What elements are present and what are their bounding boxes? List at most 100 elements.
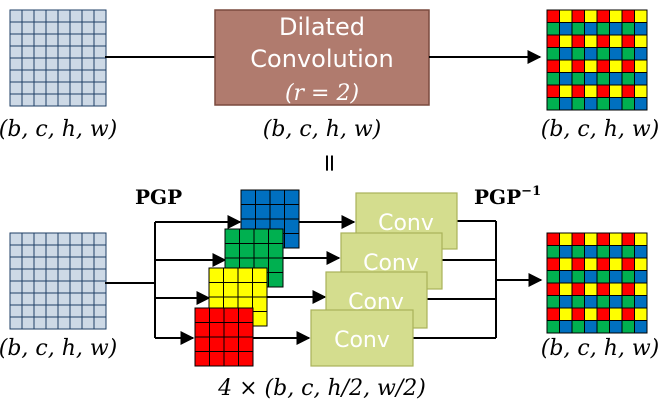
- grid-cell: [237, 267, 253, 283]
- grid-cell: [571, 9, 585, 23]
- grid-cell: [269, 204, 285, 220]
- grid-cell: [9, 244, 23, 258]
- sub-size-label: 4 × (b, c, h/2, w/2): [217, 376, 426, 401]
- grid-cell: [609, 320, 623, 334]
- grid-cell: [69, 304, 83, 318]
- grid-cell: [634, 307, 648, 321]
- grid-cell: [609, 282, 623, 296]
- grid-cell: [571, 72, 585, 86]
- grid-cell: [609, 232, 623, 246]
- grid-cell: [93, 69, 107, 83]
- grid-cell: [9, 9, 23, 23]
- grid-cell: [57, 9, 71, 23]
- equals-sign: =: [316, 153, 344, 173]
- grid-cell: [255, 204, 271, 220]
- grid-cell: [596, 47, 610, 61]
- grid-cell: [209, 322, 225, 338]
- grid-cell: [57, 21, 71, 35]
- grid-cell: [559, 22, 573, 36]
- grid-cell: [81, 268, 95, 282]
- grid-cell: [546, 257, 560, 271]
- grid-cell: [81, 45, 95, 59]
- grid-cell: [81, 21, 95, 35]
- grid-cell: [69, 244, 83, 258]
- grid-cell: [634, 97, 648, 111]
- grid-cell: [571, 97, 585, 111]
- grid-cell: [596, 295, 610, 309]
- grid-cell: [57, 244, 71, 258]
- grid-cell: [252, 296, 268, 312]
- grid-cell: [209, 336, 225, 352]
- grid-cell: [45, 244, 59, 258]
- grid-cell: [284, 233, 300, 249]
- grid-cell: [559, 84, 573, 98]
- grid-cell: [571, 232, 585, 246]
- grid-cell: [559, 282, 573, 296]
- grid-cell: [93, 256, 107, 270]
- grid-cell: [634, 9, 648, 23]
- grid-cell: [21, 69, 35, 83]
- grid-cell: [45, 280, 59, 294]
- grid-cell: [546, 84, 560, 98]
- grid-cell: [57, 256, 71, 270]
- grid-cell: [33, 69, 47, 83]
- grid-cell: [559, 97, 573, 111]
- grid-cell: [634, 245, 648, 259]
- grid-cell: [57, 93, 71, 107]
- grid-cell: [559, 59, 573, 73]
- grid-cell: [69, 292, 83, 306]
- grid-cell: [621, 34, 635, 48]
- grid-cell: [93, 45, 107, 59]
- grid-cell: [21, 57, 35, 71]
- grid-cell: [81, 244, 95, 258]
- grid-cell: [33, 57, 47, 71]
- grid-cell: [57, 304, 71, 318]
- grid-cell: [634, 59, 648, 73]
- grid-cell: [45, 81, 59, 95]
- grid-cell: [9, 93, 23, 107]
- grid-cell: [252, 311, 268, 327]
- grid-cell: [223, 267, 239, 283]
- grid-cell: [208, 282, 224, 298]
- grid-cell: [596, 59, 610, 73]
- grid-cell: [239, 228, 255, 244]
- grid-cell: [584, 245, 598, 259]
- grid-cell: [93, 280, 107, 294]
- dilated-conv-line1: Dilated: [279, 13, 365, 41]
- grid-cell: [45, 9, 59, 23]
- grid-cell: [93, 57, 107, 71]
- grid-cell: [596, 257, 610, 271]
- grid-cell: [57, 69, 71, 83]
- grid-cell: [609, 9, 623, 23]
- top-output-label: (b, c, h, w): [541, 117, 660, 142]
- grid-cell: [546, 270, 560, 284]
- grid-cell: [224, 243, 240, 259]
- grid-cell: [21, 316, 35, 330]
- grid-cell: [9, 232, 23, 246]
- grid-cell: [596, 320, 610, 334]
- grid-cell: [596, 72, 610, 86]
- grid-cell: [33, 232, 47, 246]
- grid-cell: [634, 47, 648, 61]
- grid-cell: [621, 295, 635, 309]
- grid-cell: [634, 295, 648, 309]
- grid-cell: [571, 34, 585, 48]
- grid-cell: [45, 21, 59, 35]
- grid-cell: [93, 268, 107, 282]
- grid-cell: [609, 270, 623, 284]
- grid-cell: [596, 84, 610, 98]
- bottom-output-label: (b, c, h, w): [541, 336, 660, 361]
- grid-cell: [21, 45, 35, 59]
- grid-cell: [33, 9, 47, 23]
- grid-cell: [93, 81, 107, 95]
- grid-cell: [33, 244, 47, 258]
- grid-cell: [81, 232, 95, 246]
- grid-cell: [57, 268, 71, 282]
- grid-cell: [546, 72, 560, 86]
- grid-cell: [634, 257, 648, 271]
- grid-cell: [621, 9, 635, 23]
- dilated-conv-box: [214, 9, 430, 106]
- grid-cell: [81, 280, 95, 294]
- grid-cell: [559, 245, 573, 259]
